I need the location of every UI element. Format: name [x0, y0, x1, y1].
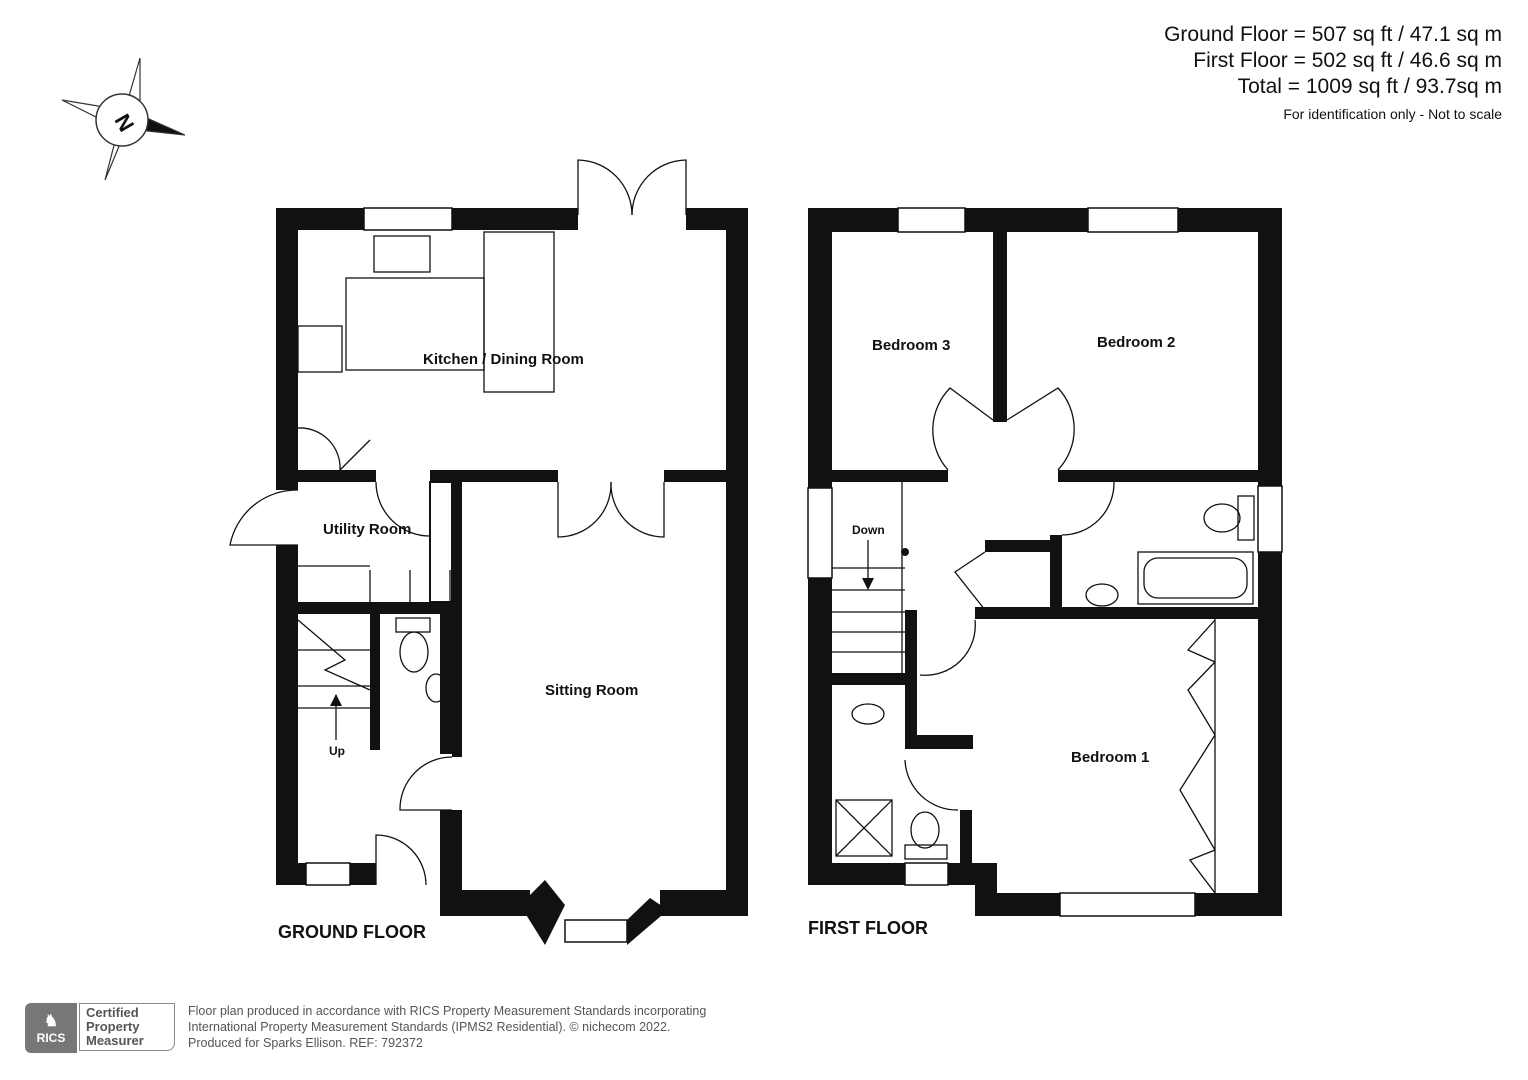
room-label-kitchen: Kitchen / Dining Room: [423, 351, 584, 368]
ground-floor-area: Ground Floor = 507 sq ft / 47.1 sq m: [1164, 23, 1502, 46]
newel-post: [901, 548, 909, 556]
footer-line: Floor plan produced in accordance with R…: [188, 1004, 707, 1018]
ground-floor-walls: [276, 208, 748, 945]
badge-line: Measurer: [86, 1033, 144, 1048]
badge-line: Certified: [86, 1005, 139, 1020]
ground-floor-doors: [229, 159, 687, 886]
down-arrow-icon: [862, 578, 874, 590]
rics-text: RICS: [36, 1031, 66, 1045]
lion-icon: ♞: [43, 1013, 59, 1030]
first-floor-area: First Floor = 502 sq ft / 46.6 sq m: [1193, 49, 1502, 72]
room-label-bedroom-2: Bedroom 2: [1097, 334, 1176, 351]
footer-line: International Property Measurement Stand…: [188, 1020, 671, 1034]
room-label-sitting: Sitting Room: [545, 682, 639, 699]
rics-badge: ♞RICS Certified Property Measurer: [25, 1003, 177, 1053]
footer-line: Produced for Sparks Ellison. REF: 792372: [188, 1036, 423, 1050]
room-label-utility: Utility Room: [323, 521, 412, 538]
first-floor-fixtures: [832, 387, 1255, 894]
ground-floor-windows: [305, 207, 628, 943]
footer-text: Floor plan produced in accordance with R…: [188, 1003, 706, 1051]
stairs-down-label: Down: [852, 523, 885, 537]
badge-line: Property: [86, 1019, 140, 1034]
total-area: Total = 1009 sq ft / 93.7sq m: [1237, 75, 1502, 98]
scale-note: For identification only - Not to scale: [1283, 106, 1502, 122]
ground-floor-title: GROUND FLOOR: [278, 922, 426, 942]
compass-icon: [61, 57, 186, 181]
room-label-bedroom-3: Bedroom 3: [872, 337, 951, 354]
up-arrow-icon: [330, 694, 342, 706]
first-floor-windows: [807, 207, 1283, 917]
first-floor-title: FIRST FLOOR: [808, 918, 928, 938]
first-floor-walls: [808, 208, 1282, 916]
stairs-up-label: Up: [329, 744, 345, 758]
room-label-bedroom-1: Bedroom 1: [1071, 749, 1150, 766]
